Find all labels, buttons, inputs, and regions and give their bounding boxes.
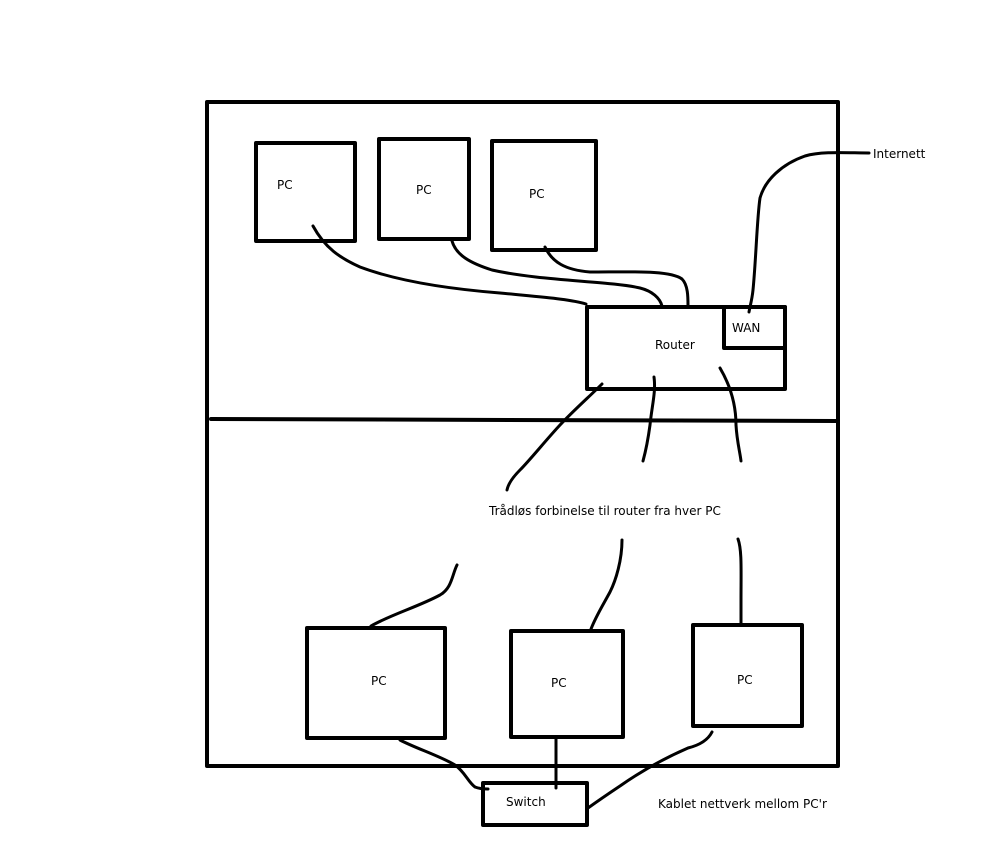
pc-label-top-1: PC — [277, 178, 293, 192]
cable-pc2-router — [450, 239, 664, 308]
wired-note: Kablet nettverk mellom PC'r — [658, 797, 827, 811]
building-outline — [205, 100, 840, 768]
cable-internet-wan — [747, 151, 871, 314]
pc-label-bottom-2: PC — [551, 676, 567, 690]
switch-label: Switch — [506, 795, 546, 809]
pc-box-bottom-1 — [305, 626, 447, 740]
wireless-signal-router-2 — [641, 375, 656, 463]
internet-label: Internett — [873, 147, 926, 161]
wireless-signal-router-1 — [505, 382, 604, 492]
pc-box-bottom-2 — [509, 629, 625, 739]
cable-pc6-switch — [586, 730, 714, 810]
wireless-signal-pc-2 — [589, 538, 624, 631]
wan-port-box — [722, 305, 787, 350]
pc-label-bottom-1: PC — [371, 674, 387, 688]
cable-pc3-router — [543, 245, 690, 308]
floor-divider — [209, 417, 838, 423]
pc-box-bottom-3 — [691, 623, 804, 728]
pc-label-bottom-3: PC — [737, 673, 753, 687]
wireless-signal-pc-1 — [369, 563, 459, 628]
wireless-signal-router-3 — [718, 366, 743, 463]
pc-label-top-3: PC — [529, 187, 545, 201]
pc-label-top-2: PC — [416, 183, 432, 197]
pc-box-top-3 — [490, 139, 598, 252]
switch-box — [481, 781, 589, 827]
pc-box-top-1 — [254, 141, 357, 243]
cable-pc1-router — [311, 224, 588, 306]
wireless-note: Trådløs forbinelse til router fra hver P… — [489, 504, 721, 518]
router-label: Router — [655, 338, 695, 352]
pc-box-top-2 — [377, 137, 471, 241]
wireless-signal-pc-3 — [736, 537, 743, 626]
wan-label: WAN — [732, 321, 761, 335]
cable-pc4-switch — [398, 738, 490, 791]
